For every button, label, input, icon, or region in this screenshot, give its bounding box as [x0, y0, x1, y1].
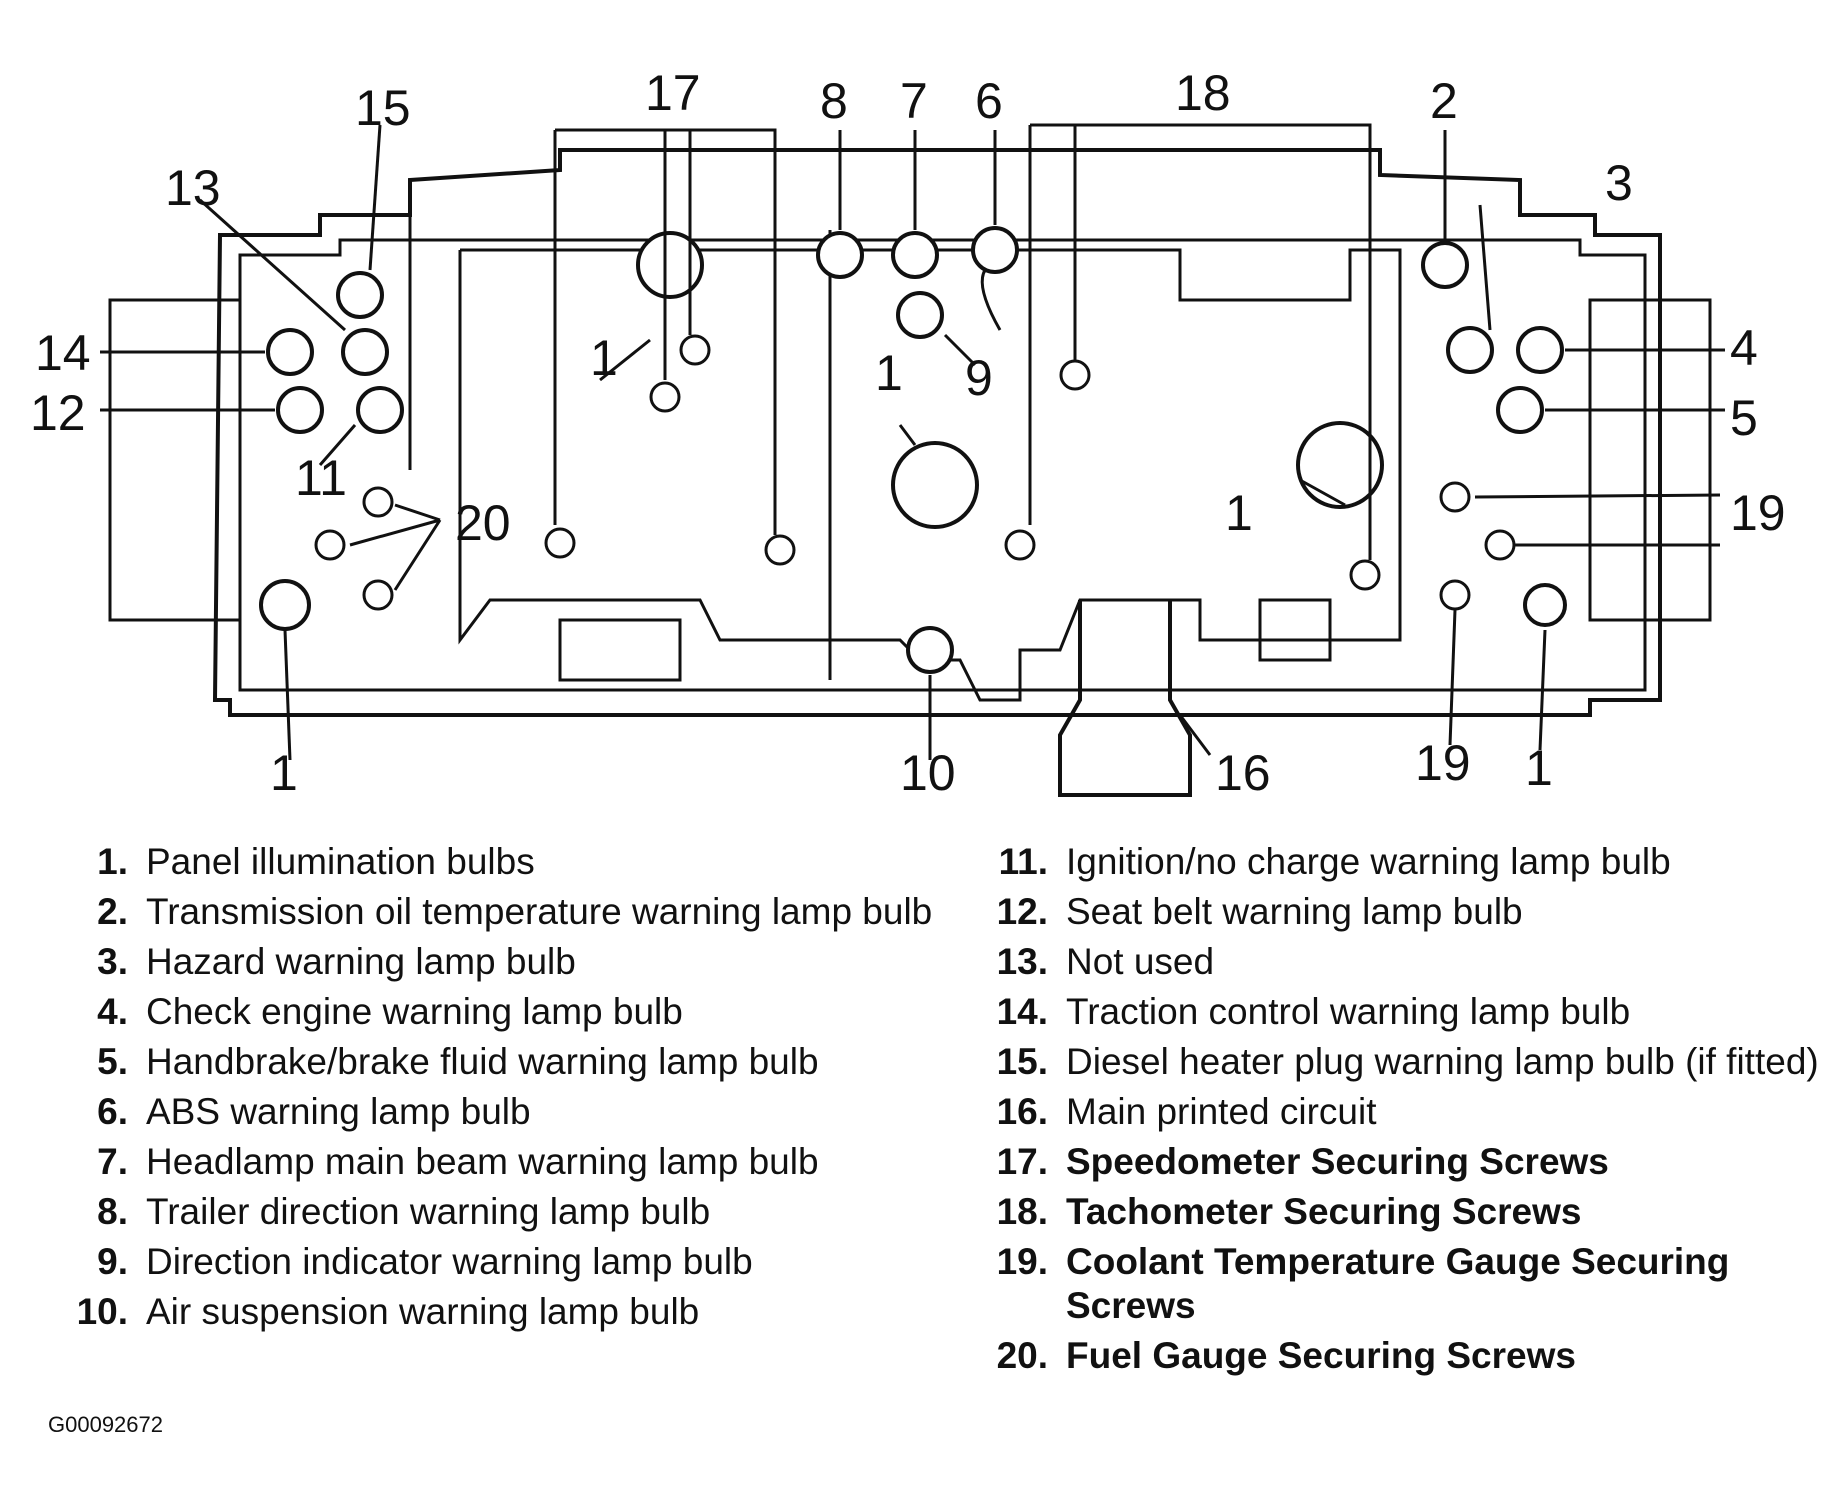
- callout-10: 10: [900, 745, 956, 801]
- legend-item-1: 1.Panel illumination bulbs: [97, 841, 535, 882]
- legend-right-column: 11.Ignition/no charge warning lamp bulb …: [960, 840, 1820, 1384]
- legend-item-3: 3.Hazard warning lamp bulb: [97, 941, 576, 982]
- legend-item-15: 15.Diesel heater plug warning lamp bulb …: [996, 1041, 1819, 1082]
- legend-item-10: 10.Air suspension warning lamp bulb: [76, 1291, 700, 1332]
- legend-item-11: 11.Ignition/no charge warning lamp bulb: [998, 841, 1671, 882]
- legend-item-18: 18.Tachometer Securing Screws: [996, 1191, 1582, 1232]
- legend-item-19: 19.Coolant Temperature Gauge Securing Sc…: [996, 1241, 1730, 1326]
- callout-5: 5: [1730, 390, 1758, 446]
- callout-1-upper-left: 1: [590, 330, 618, 386]
- screws: [314, 334, 1516, 611]
- callout-18: 18: [1175, 65, 1231, 121]
- callout-16: 16: [1215, 745, 1271, 801]
- legend-item-16: 16.Main printed circuit: [996, 1091, 1377, 1132]
- callout-1-bottom-left: 1: [270, 745, 298, 801]
- callout-13: 13: [165, 160, 221, 216]
- callout-9: 9: [965, 350, 993, 406]
- callout-1-bottom-right: 1: [1525, 740, 1553, 796]
- cluster-outline: [108, 148, 1712, 797]
- callout-labels: 1 1 1 1 1 2 3 4 5 6 7 8 9 10 11 12 13 14…: [30, 65, 1786, 801]
- legend-item-9: 9.Direction indicator warning lamp bulb: [97, 1241, 753, 1282]
- legend-item-4: 4.Check engine warning lamp bulb: [97, 991, 683, 1032]
- legend-item-14: 14.Traction control warning lamp bulb: [996, 991, 1631, 1032]
- bulb-sockets: [259, 226, 1567, 674]
- callout-15: 15: [355, 80, 411, 136]
- legend-item-13: 13.Not used: [996, 941, 1215, 982]
- legend-item-20: 20.Fuel Gauge Securing Screws: [996, 1335, 1576, 1376]
- legend-item-2: 2.Transmission oil temperature warning l…: [97, 891, 933, 932]
- legend-item-7: 7.Headlamp main beam warning lamp bulb: [97, 1141, 819, 1182]
- legend-item-5: 5.Handbrake/brake fluid warning lamp bul…: [97, 1041, 819, 1082]
- callout-4: 4: [1730, 320, 1758, 376]
- figure-code: G00092672: [48, 1412, 163, 1437]
- leader-lines: [100, 123, 1725, 761]
- legend: 1.Panel illumination bulbs 2.Transmissio…: [0, 840, 1822, 1410]
- callout-14: 14: [35, 325, 91, 381]
- callout-3: 3: [1605, 155, 1633, 211]
- legend-item-8: 8.Trailer direction warning lamp bulb: [97, 1191, 711, 1232]
- callout-1-center: 1: [875, 345, 903, 401]
- legend-item-6: 6.ABS warning lamp bulb: [97, 1091, 531, 1132]
- legend-left-column: 1.Panel illumination bulbs 2.Transmissio…: [40, 840, 960, 1340]
- callout-6: 6: [975, 73, 1003, 129]
- legend-item-12: 12.Seat belt warning lamp bulb: [996, 891, 1523, 932]
- callout-11: 11: [295, 450, 347, 506]
- callout-2: 2: [1430, 73, 1458, 129]
- callout-17: 17: [645, 65, 701, 121]
- callout-8: 8: [820, 73, 848, 129]
- legend-item-17: 17.Speedometer Securing Screws: [996, 1141, 1609, 1182]
- instrument-cluster-diagram: 1 1 1 1 1 2 3 4 5 6 7 8 9 10 11 12 13 14…: [30, 65, 1786, 801]
- callout-1-right: 1: [1225, 485, 1253, 541]
- callout-12: 12: [30, 385, 86, 441]
- callout-19-right: 19: [1730, 485, 1786, 541]
- callout-7: 7: [900, 73, 928, 129]
- callout-19-bottom: 19: [1415, 735, 1471, 791]
- callout-20: 20: [455, 495, 511, 551]
